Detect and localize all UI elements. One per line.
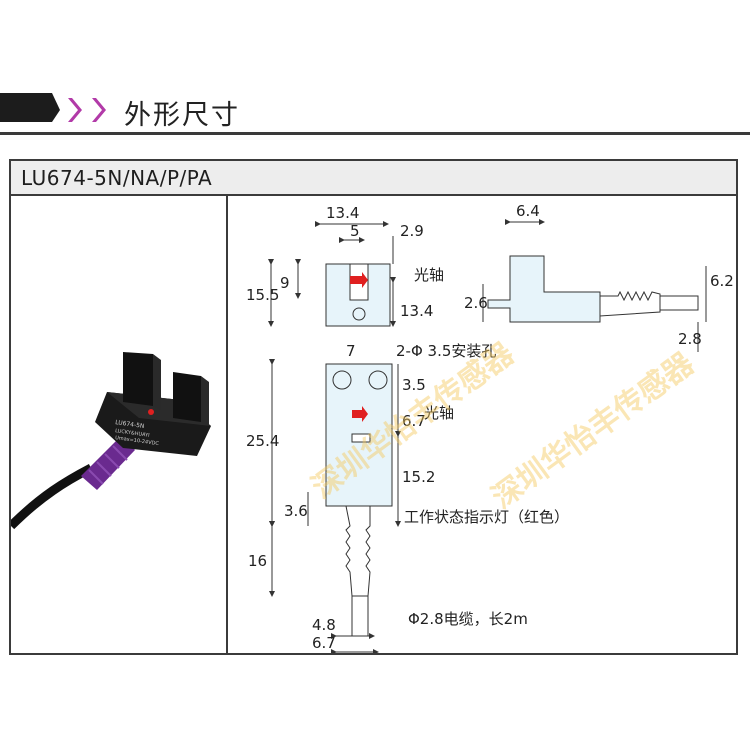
indicator-led [148,409,154,415]
dimension-drawing: 13.4 5 2.9 15.5 9 13.4 光轴 6.4 6.2 2.6 2.… [246,202,734,653]
cable [11,464,94,530]
front-view [325,263,391,327]
cable-label: Φ2.8电缆，长2m [408,610,528,628]
section-header [0,88,750,136]
dim-label: 13.4 [400,302,433,320]
sensor-label-line: LUCKY&HUAYI [115,428,150,439]
side-view [487,255,699,323]
dim-label: 2.9 [400,222,424,240]
dim-label: 2.8 [678,330,702,348]
axis-label: 光轴 [414,266,444,284]
dim-label: 6.7 [312,634,336,652]
dim-label: 3.5 [402,376,426,394]
dim-label: 6.4 [516,202,540,220]
dim-label: 15.2 [402,468,435,486]
dim-label: 2.6 [464,294,488,312]
optical-axis-arrow-icon [350,272,368,288]
section-title: 外形尺寸 [124,100,240,131]
product-photo: LU674-5N LUCKY&HUAYI Umax=10-24VDC [11,352,211,530]
indicator-label: 工作状态指示灯（红色） [404,508,569,526]
sensor-body: LU674-5N LUCKY&HUAYI Umax=10-24VDC [95,352,211,456]
dim-label: 5 [350,222,360,240]
dim-label: 6.2 [710,272,734,290]
dim-label: 25.4 [246,432,279,450]
dim-label: 4.8 [312,616,336,634]
dim-label: 3.6 [284,502,308,520]
header-rule [0,132,750,135]
dim-label: 7 [346,342,356,360]
sensor-label-line: LU674-5N [115,419,145,430]
dim-label: 15.5 [246,286,279,304]
model-name: LU674-5N/NA/P/PA [21,166,213,190]
dim-label: 13.4 [326,204,359,222]
spec-card: LU674-5N/NA/P/PA LU674-5N LUCKY&HUAYI Um… [9,159,738,655]
column-divider [226,196,228,653]
dim-label: 16 [248,552,267,570]
optical-axis-arrow-icon [352,406,368,422]
chevron-right-icon [92,98,106,122]
dim-label: 6.7 [402,412,426,430]
dimension-lines [268,219,707,653]
model-bar: LU674-5N/NA/P/PA [11,161,736,196]
chevron-right-icon [68,98,82,122]
header-ornament [0,93,106,122]
hole-label: 2-Φ 3.5安装孔 [396,342,496,360]
bottom-view [325,363,393,637]
dim-label: 9 [280,274,290,292]
cable-sleeve [81,436,135,490]
header-tab-shape [0,93,60,122]
axis-label: 光轴 [424,404,454,422]
